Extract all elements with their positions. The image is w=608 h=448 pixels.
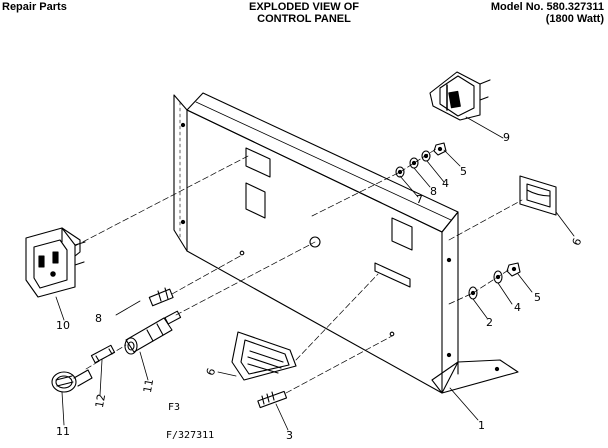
terminal-block-part bbox=[217, 273, 379, 381]
screw-part bbox=[257, 335, 393, 431]
callout-part-10: 10 bbox=[56, 319, 70, 332]
callout-part-5-lower: 5 bbox=[534, 291, 541, 304]
model-wattage: (1800 Watt) bbox=[545, 13, 604, 25]
right-label-plate-part bbox=[448, 175, 575, 241]
callout-part-4-upper: 4 bbox=[442, 177, 449, 190]
repair-parts-label: Repair Parts bbox=[2, 1, 67, 13]
callout-part-7: 7 bbox=[416, 193, 423, 206]
callout-part-12: 12 bbox=[92, 392, 109, 409]
receptacle-part bbox=[25, 155, 249, 321]
callout-part-1: 1 bbox=[478, 419, 485, 432]
lower-right-hardware bbox=[448, 262, 533, 319]
control-panel-part bbox=[173, 92, 519, 394]
callout-part-2: 2 bbox=[486, 316, 493, 329]
fuse-holder-part bbox=[124, 241, 316, 381]
diagram-title: EXPLODED VIEW OF CONTROL PANEL bbox=[0, 1, 608, 25]
leader-line-part-1 bbox=[449, 387, 479, 421]
model-number: Model No. 580.327311 (1800 Watt) bbox=[491, 1, 604, 25]
diagram-title-line1: EXPLODED VIEW OF bbox=[248, 1, 359, 13]
callout-part-11-middle: 11 bbox=[140, 377, 157, 394]
callout-part-5-upper: 5 bbox=[460, 165, 467, 178]
drawing-number: F/327311 bbox=[166, 430, 215, 441]
callout-part-4-lower: 4 bbox=[514, 301, 521, 314]
fuse-cap-part bbox=[51, 344, 127, 426]
callout-part-11-lower: 11 bbox=[56, 425, 70, 438]
callout-part-3: 3 bbox=[286, 429, 293, 442]
upper-hardware bbox=[311, 142, 461, 217]
model-number-line1: Model No. 580.327311 bbox=[490, 1, 604, 13]
diagram-title-line2: CONTROL PANEL bbox=[257, 13, 351, 25]
figure-number: F3 bbox=[168, 402, 181, 413]
callout-part-8-left: 8 bbox=[95, 312, 102, 325]
indicator-lamp-part bbox=[115, 254, 243, 316]
fuse-part bbox=[90, 344, 116, 396]
callout-part-9: 9 bbox=[503, 131, 510, 144]
callout-part-8-upper: 8 bbox=[430, 185, 437, 198]
rocker-switch-part bbox=[429, 71, 504, 139]
